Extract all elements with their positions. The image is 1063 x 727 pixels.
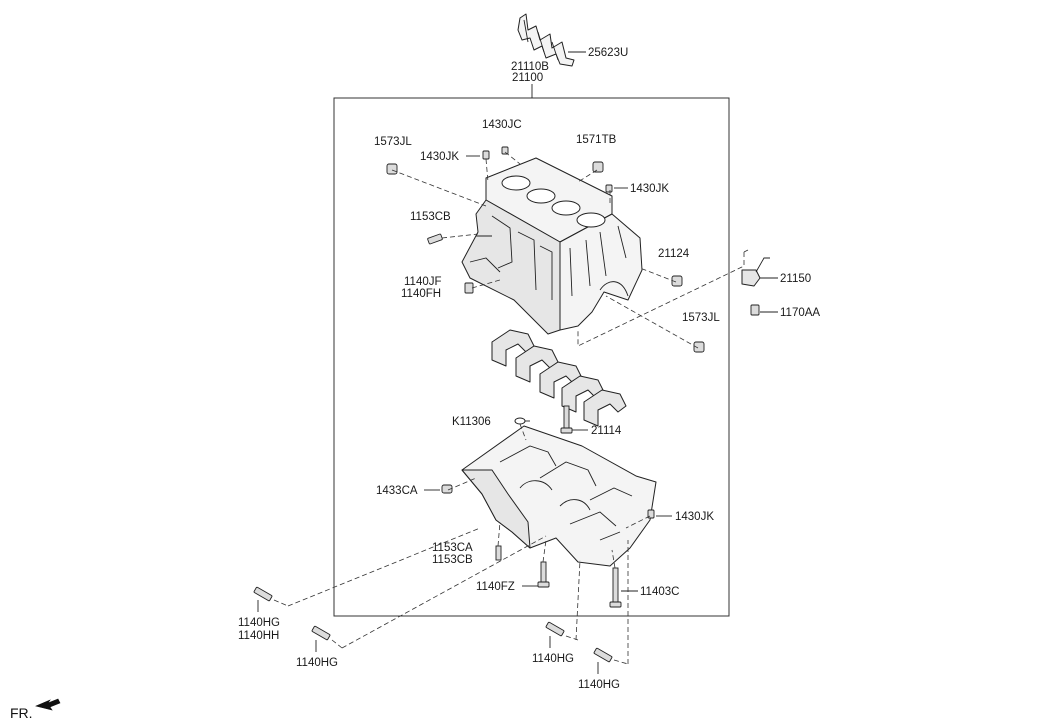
part-labels: 25623U 21110B 21100 1430JC 1573JL 1430JK… (238, 47, 820, 691)
label-1430jk-c[interactable]: 1430JK (675, 511, 714, 523)
leader-lines (273, 151, 749, 665)
stud-1153cb-top[interactable] (427, 233, 443, 245)
label-1430jk-a[interactable]: 1430JK (420, 151, 459, 163)
bolt-1140hg-center[interactable] (545, 621, 565, 637)
label-1170aa[interactable]: 1170AA (780, 307, 820, 319)
label-21150[interactable]: 21150 (780, 273, 811, 285)
label-1140jf[interactable]: 1140JF (404, 276, 442, 288)
bolt-1140fz[interactable] (537, 561, 550, 588)
sensor-21150[interactable] (741, 257, 770, 287)
label-ticks (257, 155, 778, 674)
label-25623u[interactable]: 25623U (588, 47, 628, 59)
assembly-frame (333, 97, 730, 617)
dowel-1430jk-right[interactable] (605, 184, 613, 193)
plug-1573jl-bottom[interactable] (693, 341, 705, 353)
label-1140hh[interactable]: 1140HH (238, 630, 279, 642)
label-1140hg-a[interactable]: 1140HG (238, 617, 280, 629)
label-1573jl-top[interactable]: 1573JL (374, 136, 412, 148)
label-21124[interactable]: 21124 (658, 248, 690, 260)
label-1153cb-bottom[interactable]: 1153CB (432, 554, 473, 566)
label-1140fh[interactable]: 1140FH (401, 288, 441, 300)
label-1140hg-c[interactable]: 1140HG (532, 653, 574, 665)
bolt-1140hg-mid[interactable] (311, 625, 331, 641)
bolt-1140hg-bottom[interactable] (593, 647, 613, 663)
bolt-1140jf[interactable] (464, 282, 474, 294)
plug-1433ca[interactable] (441, 484, 453, 494)
label-21110b[interactable]: 21110B (511, 61, 549, 73)
label-1153ca[interactable]: 1153CA (432, 542, 473, 554)
bolt-1170aa[interactable] (750, 304, 760, 316)
bolt-1140hg-left[interactable] (253, 586, 273, 602)
plug-1571tb[interactable] (592, 161, 604, 173)
label-1430jk-b[interactable]: 1430JK (630, 183, 669, 195)
label-1571tb[interactable]: 1571TB (576, 134, 617, 146)
bolt-11403c[interactable] (609, 567, 622, 608)
heat-shield-part[interactable] (517, 13, 575, 67)
plug-21124[interactable] (671, 275, 683, 287)
label-1573jl-bottom[interactable]: 1573JL (682, 312, 720, 324)
stud-1153ca[interactable] (495, 545, 502, 561)
bolt-21114[interactable] (560, 405, 573, 434)
label-1153cb-top[interactable]: 1153CB (410, 211, 451, 223)
front-direction-arrow-icon (35, 698, 61, 711)
lower-crankcase-part[interactable] (461, 425, 657, 567)
label-21100[interactable]: 21100 (512, 72, 543, 84)
cylinder-block-part[interactable] (461, 157, 643, 335)
plug-1573jl-top[interactable] (386, 163, 398, 175)
label-1140hg-d[interactable]: 1140HG (578, 679, 620, 691)
oring-k11306[interactable] (514, 417, 526, 425)
bearing-cap-2[interactable] (515, 345, 559, 383)
bearing-cap-1[interactable] (491, 329, 535, 367)
label-1140fz[interactable]: 1140FZ (476, 581, 515, 593)
label-1430jc[interactable]: 1430JC (482, 119, 522, 131)
label-11403c[interactable]: 11403C (640, 586, 679, 598)
bearing-cap-3[interactable] (539, 361, 583, 399)
label-1433ca[interactable]: 1433CA (376, 485, 418, 497)
dowel-1430jk-top[interactable] (482, 150, 490, 160)
bearing-cap-5[interactable] (583, 389, 627, 427)
dowel-1430jc[interactable] (501, 146, 509, 155)
label-1140hg-b[interactable]: 1140HG (296, 657, 338, 669)
front-direction-label: FR. (10, 705, 33, 721)
label-k11306[interactable]: K11306 (452, 416, 491, 428)
label-21114[interactable]: 21114 (591, 425, 622, 437)
